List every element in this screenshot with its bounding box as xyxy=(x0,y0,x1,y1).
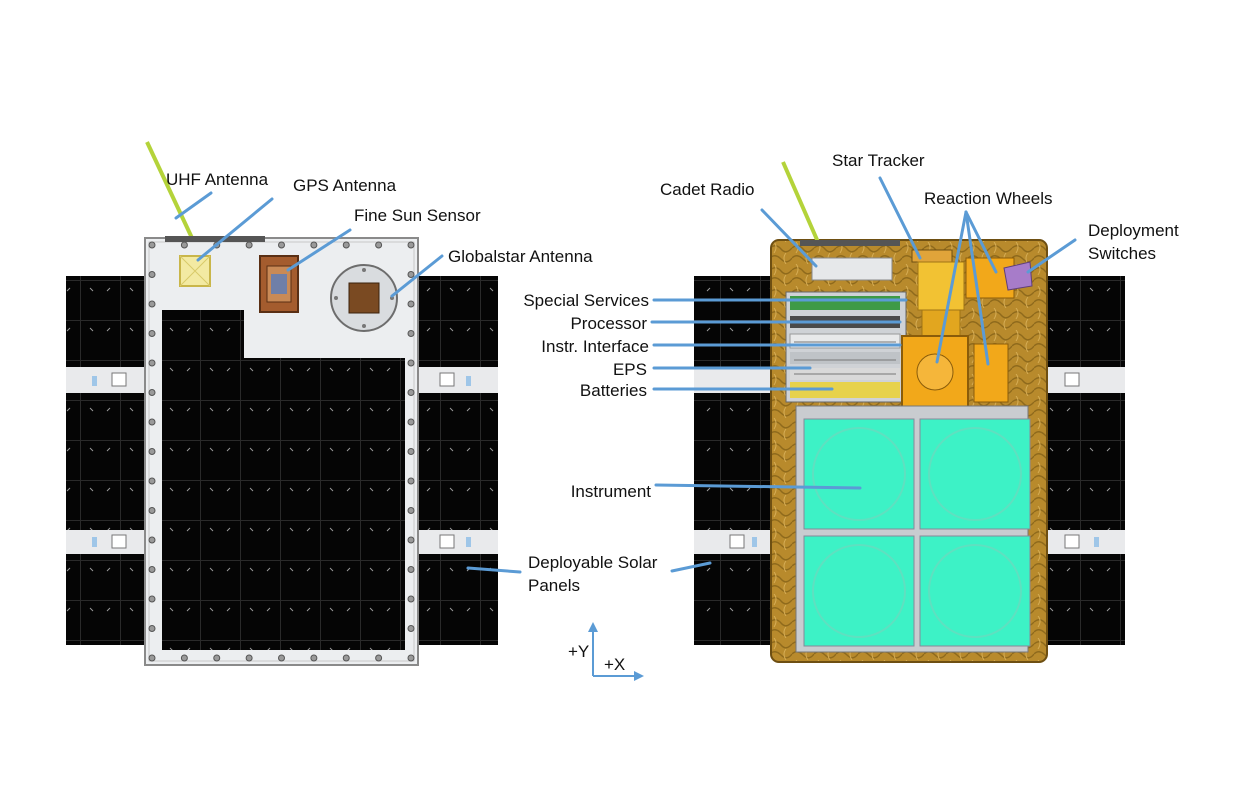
screw-head xyxy=(148,477,156,485)
screw-head xyxy=(407,654,415,662)
screw-head xyxy=(375,654,383,662)
screw-head xyxy=(180,241,188,249)
label-star-tracker: Star Tracker xyxy=(832,151,925,170)
screw-head xyxy=(148,448,156,455)
screw-head xyxy=(148,241,156,249)
screw-head xyxy=(407,359,415,367)
label-solar-panels-line2: Panels xyxy=(528,576,580,595)
deployment-switch-part xyxy=(1003,261,1033,291)
screw-head xyxy=(342,241,350,249)
leader-solar-right xyxy=(670,561,712,573)
label-instrument: Instrument xyxy=(571,482,652,501)
uhf-whip-antenna xyxy=(145,141,194,239)
label-solar-panels-line1: Deployable Solar xyxy=(528,553,658,572)
screw-head xyxy=(180,654,188,662)
leader-cadet-radio xyxy=(760,208,818,268)
avionics-stack xyxy=(785,291,907,403)
left-view xyxy=(66,141,498,666)
leader-uhf-antenna xyxy=(174,191,213,220)
left-view-solar-wing-left xyxy=(66,276,146,645)
screw-head xyxy=(310,654,318,662)
axis-label-y: +Y xyxy=(568,642,589,661)
label-instr-interface: Instr. Interface xyxy=(541,337,649,356)
screw-head xyxy=(407,418,415,426)
screw-head xyxy=(407,271,415,278)
screw-head xyxy=(407,507,415,514)
label-reaction-wheels: Reaction Wheels xyxy=(924,189,1053,208)
screw-head xyxy=(407,448,415,455)
label-eps: EPS xyxy=(613,360,647,379)
left-view-frame-screws xyxy=(148,241,415,662)
right-view-whip-antenna xyxy=(781,161,820,243)
label-deployment-switches-line2: Switches xyxy=(1088,244,1156,263)
label-globalstar-antenna: Globalstar Antenna xyxy=(448,247,593,266)
screw-head xyxy=(407,566,415,573)
screw-head xyxy=(407,536,415,544)
label-batteries: Batteries xyxy=(580,381,647,400)
screw-head xyxy=(148,389,156,396)
screw-head xyxy=(148,566,156,573)
screw-head xyxy=(148,330,156,337)
screw-head xyxy=(278,654,285,662)
leader-instrument xyxy=(654,483,862,490)
right-view-solar-wing-right xyxy=(1045,276,1125,645)
leader-reaction-wheel-2 xyxy=(964,210,990,366)
right-view-solar-wing-left xyxy=(694,276,774,645)
label-gps-antenna: GPS Antenna xyxy=(293,176,397,195)
screw-head xyxy=(213,654,221,662)
axis-triad xyxy=(588,622,644,681)
screw-head xyxy=(148,359,156,367)
leader-lines xyxy=(174,176,1077,574)
label-fine-sun-sensor: Fine Sun Sensor xyxy=(354,206,481,225)
screw-head xyxy=(148,536,156,544)
screw-head xyxy=(148,625,156,632)
screw-head xyxy=(245,654,253,662)
screw-head xyxy=(407,477,415,485)
screw-head xyxy=(245,241,253,249)
screw-head xyxy=(148,507,156,514)
instrument-part xyxy=(795,405,1031,653)
leader-gps-antenna xyxy=(196,197,274,262)
leader-star-tracker xyxy=(878,176,922,260)
screw-head xyxy=(278,241,285,249)
screw-head xyxy=(148,300,156,308)
cadet-radio-part xyxy=(811,257,893,281)
fine-sun-sensor-part xyxy=(259,255,299,313)
screw-head xyxy=(407,241,415,249)
screw-head xyxy=(148,654,156,662)
axis-label-x: +X xyxy=(604,655,625,674)
gps-antenna-part xyxy=(179,255,211,287)
label-special-services: Special Services xyxy=(523,291,649,310)
left-view-body-solar-array xyxy=(162,310,405,650)
label-cadet-radio: Cadet Radio xyxy=(660,180,755,199)
screw-head xyxy=(407,300,415,308)
labels: UHF Antenna GPS Antenna Fine Sun Sensor … xyxy=(166,151,1179,674)
label-uhf-antenna: UHF Antenna xyxy=(166,170,269,189)
screw-head xyxy=(148,418,156,426)
leader-fine-sun-sensor xyxy=(286,228,352,272)
globalstar-antenna-part xyxy=(330,264,398,332)
screw-head xyxy=(407,625,415,632)
leader-reaction-wheel-1 xyxy=(935,210,968,364)
label-processor: Processor xyxy=(570,314,647,333)
leader-solar-left xyxy=(466,566,522,574)
leader-reaction-wheel-3 xyxy=(964,210,998,274)
screw-head xyxy=(310,241,318,249)
leader-globalstar-antenna xyxy=(390,254,444,298)
label-deployment-switches-line1: Deployment xyxy=(1088,221,1179,240)
screw-head xyxy=(407,389,415,396)
screw-head xyxy=(407,595,415,603)
screw-head xyxy=(375,241,383,249)
screw-head xyxy=(148,595,156,603)
leader-deployment-switches xyxy=(1026,238,1077,274)
screw-head xyxy=(342,654,350,662)
screw-head xyxy=(148,271,156,278)
screw-head xyxy=(407,330,415,337)
left-view-solar-wing-right xyxy=(418,276,498,645)
